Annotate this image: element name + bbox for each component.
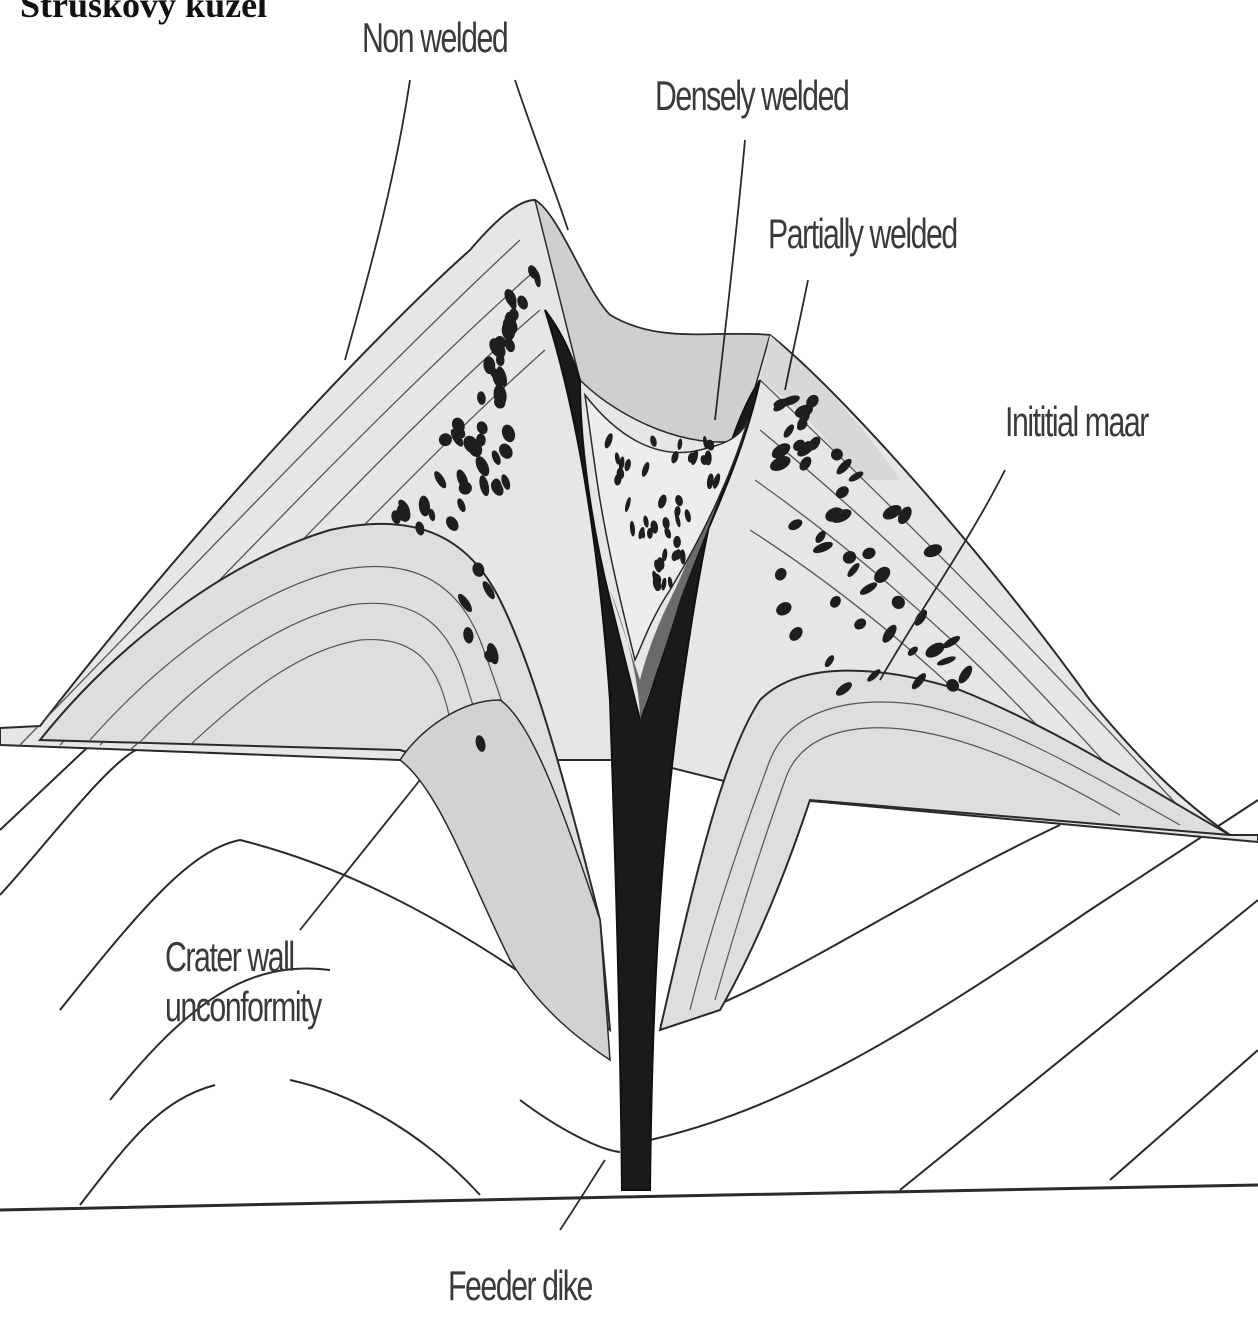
label-partially-welded: Partially welded bbox=[768, 210, 957, 258]
label-crater-wall-line2: unconformity bbox=[165, 982, 321, 1032]
label-non-welded: Non welded bbox=[362, 14, 507, 62]
stratum-line bbox=[520, 1100, 620, 1152]
stratum-line bbox=[1110, 1050, 1258, 1180]
label-crater-wall-line1: Crater wall bbox=[165, 932, 321, 982]
label-densely-welded: Densely welded bbox=[655, 72, 848, 120]
stratum-line bbox=[80, 1085, 215, 1205]
leader-crater-wall bbox=[300, 780, 420, 930]
initial-maar-right bbox=[660, 671, 1230, 1030]
label-initial-maar: Inititial maar bbox=[1005, 398, 1148, 446]
stratum-line bbox=[900, 900, 1258, 1190]
label-feeder-dike: Feeder dike bbox=[448, 1262, 592, 1310]
stratum-line bbox=[290, 1080, 480, 1195]
label-crater-wall: Crater wall unconformity bbox=[165, 932, 321, 1032]
stratum-line bbox=[0, 745, 90, 830]
page-title: Struskový kužel bbox=[20, 0, 267, 26]
stratum-line bbox=[0, 748, 140, 895]
leader-feeder-dike bbox=[560, 1160, 605, 1230]
